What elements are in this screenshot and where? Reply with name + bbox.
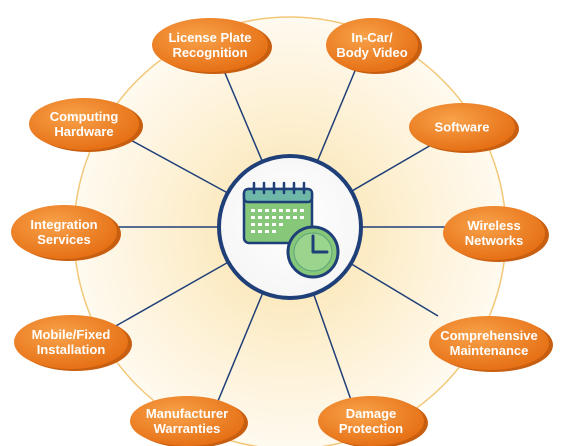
node-in-car-body-video: In-Car/Body Video xyxy=(326,18,422,74)
connector-software xyxy=(351,140,439,192)
node-label-line: Recognition xyxy=(172,45,247,60)
connector-manufacturer-warranties xyxy=(217,292,264,402)
node-ellipse xyxy=(429,316,549,370)
node-label-line: Mobile/Fixed xyxy=(32,327,111,342)
connector-comprehensive-maintenance xyxy=(350,262,439,317)
node-label: In-Car/Body Video xyxy=(336,30,407,60)
node-label-line: Wireless xyxy=(467,218,520,233)
node-software: Software xyxy=(409,103,519,153)
connector-mobile-fixed-installation xyxy=(113,261,229,328)
node-ellipse xyxy=(14,315,128,369)
node-label-line: Comprehensive xyxy=(440,328,538,343)
node-label-line: License Plate xyxy=(168,30,251,45)
calendar-clock-icon xyxy=(242,181,340,279)
node-ellipse xyxy=(130,396,244,446)
node-label-line: Maintenance xyxy=(450,343,529,358)
node-ellipse xyxy=(29,98,139,150)
node-ellipse xyxy=(443,206,545,260)
node-label-line: Software xyxy=(435,120,490,135)
connector-computing-hardware xyxy=(126,137,229,194)
node-label-line: Services xyxy=(37,232,91,247)
node-label-line: Body Video xyxy=(336,45,407,60)
node-ellipse xyxy=(409,103,515,151)
connector-license-plate-recognition xyxy=(221,65,264,162)
node-label-line: Integration xyxy=(30,217,97,232)
node-label: Software xyxy=(435,120,490,135)
node-label-line: Protection xyxy=(339,421,403,436)
node-label-line: Computing xyxy=(50,109,119,124)
node-label-line: Installation xyxy=(37,342,106,357)
central-hub xyxy=(217,154,363,300)
node-label-line: In-Car/ xyxy=(351,30,393,45)
node-ellipse xyxy=(326,18,418,72)
node-label-line: Hardware xyxy=(54,124,113,139)
connector-damage-protection xyxy=(312,293,352,401)
connector-in-car-body-video xyxy=(316,65,358,162)
connector-lines xyxy=(113,65,450,402)
node-ellipse xyxy=(11,205,117,259)
node-label-line: Manufacturer xyxy=(146,406,228,421)
node-label-line: Damage xyxy=(346,406,397,421)
node-ellipse xyxy=(318,396,424,446)
node-ellipse xyxy=(152,18,268,72)
node-label-line: Warranties xyxy=(154,421,221,436)
node-label-line: Networks xyxy=(465,233,524,248)
